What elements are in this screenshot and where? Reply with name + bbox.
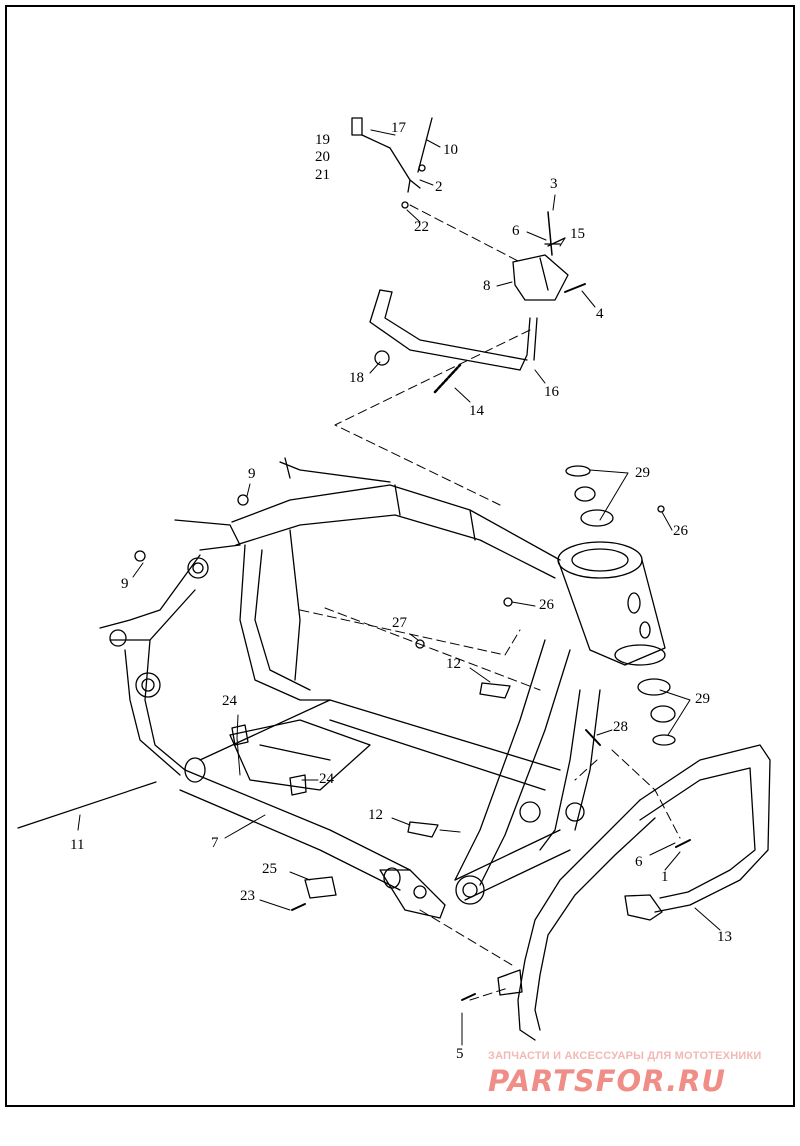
callout-12-lower: 12 (368, 807, 383, 823)
callout-6-top: 6 (512, 223, 520, 239)
callout-26-upper: 26 (673, 523, 688, 539)
watermark-logo: PARTSFOR.RU (488, 1064, 726, 1098)
sensor-wire-assembly (351, 117, 433, 209)
assembly-dashed-lines (299, 204, 681, 1001)
diagram-frame (5, 5, 795, 1107)
callout-29-lower: 29 (695, 691, 710, 707)
callout-22: 22 (414, 219, 429, 235)
callout-19: 19 (315, 132, 330, 148)
callout-10: 10 (443, 142, 458, 158)
callout-2: 2 (435, 179, 443, 195)
callout-7: 7 (211, 835, 219, 851)
callout-5: 5 (456, 1046, 464, 1062)
callout-1: 1 (661, 869, 669, 885)
callout-18: 18 (349, 370, 364, 386)
callout-20: 20 (315, 149, 330, 165)
callout-25: 25 (262, 861, 277, 877)
steering-bearings (565, 465, 676, 746)
callout-26-lower: 26 (539, 597, 554, 613)
callout-14: 14 (469, 403, 484, 419)
callout-6-bottom: 6 (635, 854, 643, 870)
callout-9-upper: 9 (248, 466, 256, 482)
callout-24-left: 24 (222, 693, 237, 709)
callout-29-upper: 29 (635, 465, 650, 481)
callout-23: 23 (240, 888, 255, 904)
engine-guard (497, 744, 771, 1041)
callout-12-upper: 12 (446, 656, 461, 672)
callout-8: 8 (483, 278, 491, 294)
steering-head (557, 541, 666, 666)
callout-21: 21 (315, 167, 330, 183)
callout-27: 27 (392, 615, 407, 631)
watermark: ЗАПЧАСТИ И АКСЕССУАРЫ ДЛЯ МОТОТЕХНИКИ PA… (488, 1050, 788, 1098)
callout-17: 17 (391, 120, 406, 136)
callout-15: 15 (570, 226, 585, 242)
callout-9-lower: 9 (121, 576, 129, 592)
callout-24-right: 24 (319, 771, 334, 787)
jiffy-stand-assembly (369, 211, 586, 394)
motorcycle-frame (99, 457, 601, 919)
callout-3: 3 (550, 176, 558, 192)
callout-16: 16 (544, 384, 559, 400)
callout-13: 13 (717, 929, 732, 945)
watermark-tagline: ЗАПЧАСТИ И АКСЕССУАРЫ ДЛЯ МОТОТЕХНИКИ (488, 1050, 762, 1062)
callout-4: 4 (596, 306, 604, 322)
rod (17, 781, 157, 829)
callout-11: 11 (70, 837, 85, 853)
leader-lines (77, 129, 721, 1046)
callout-28: 28 (613, 719, 628, 735)
